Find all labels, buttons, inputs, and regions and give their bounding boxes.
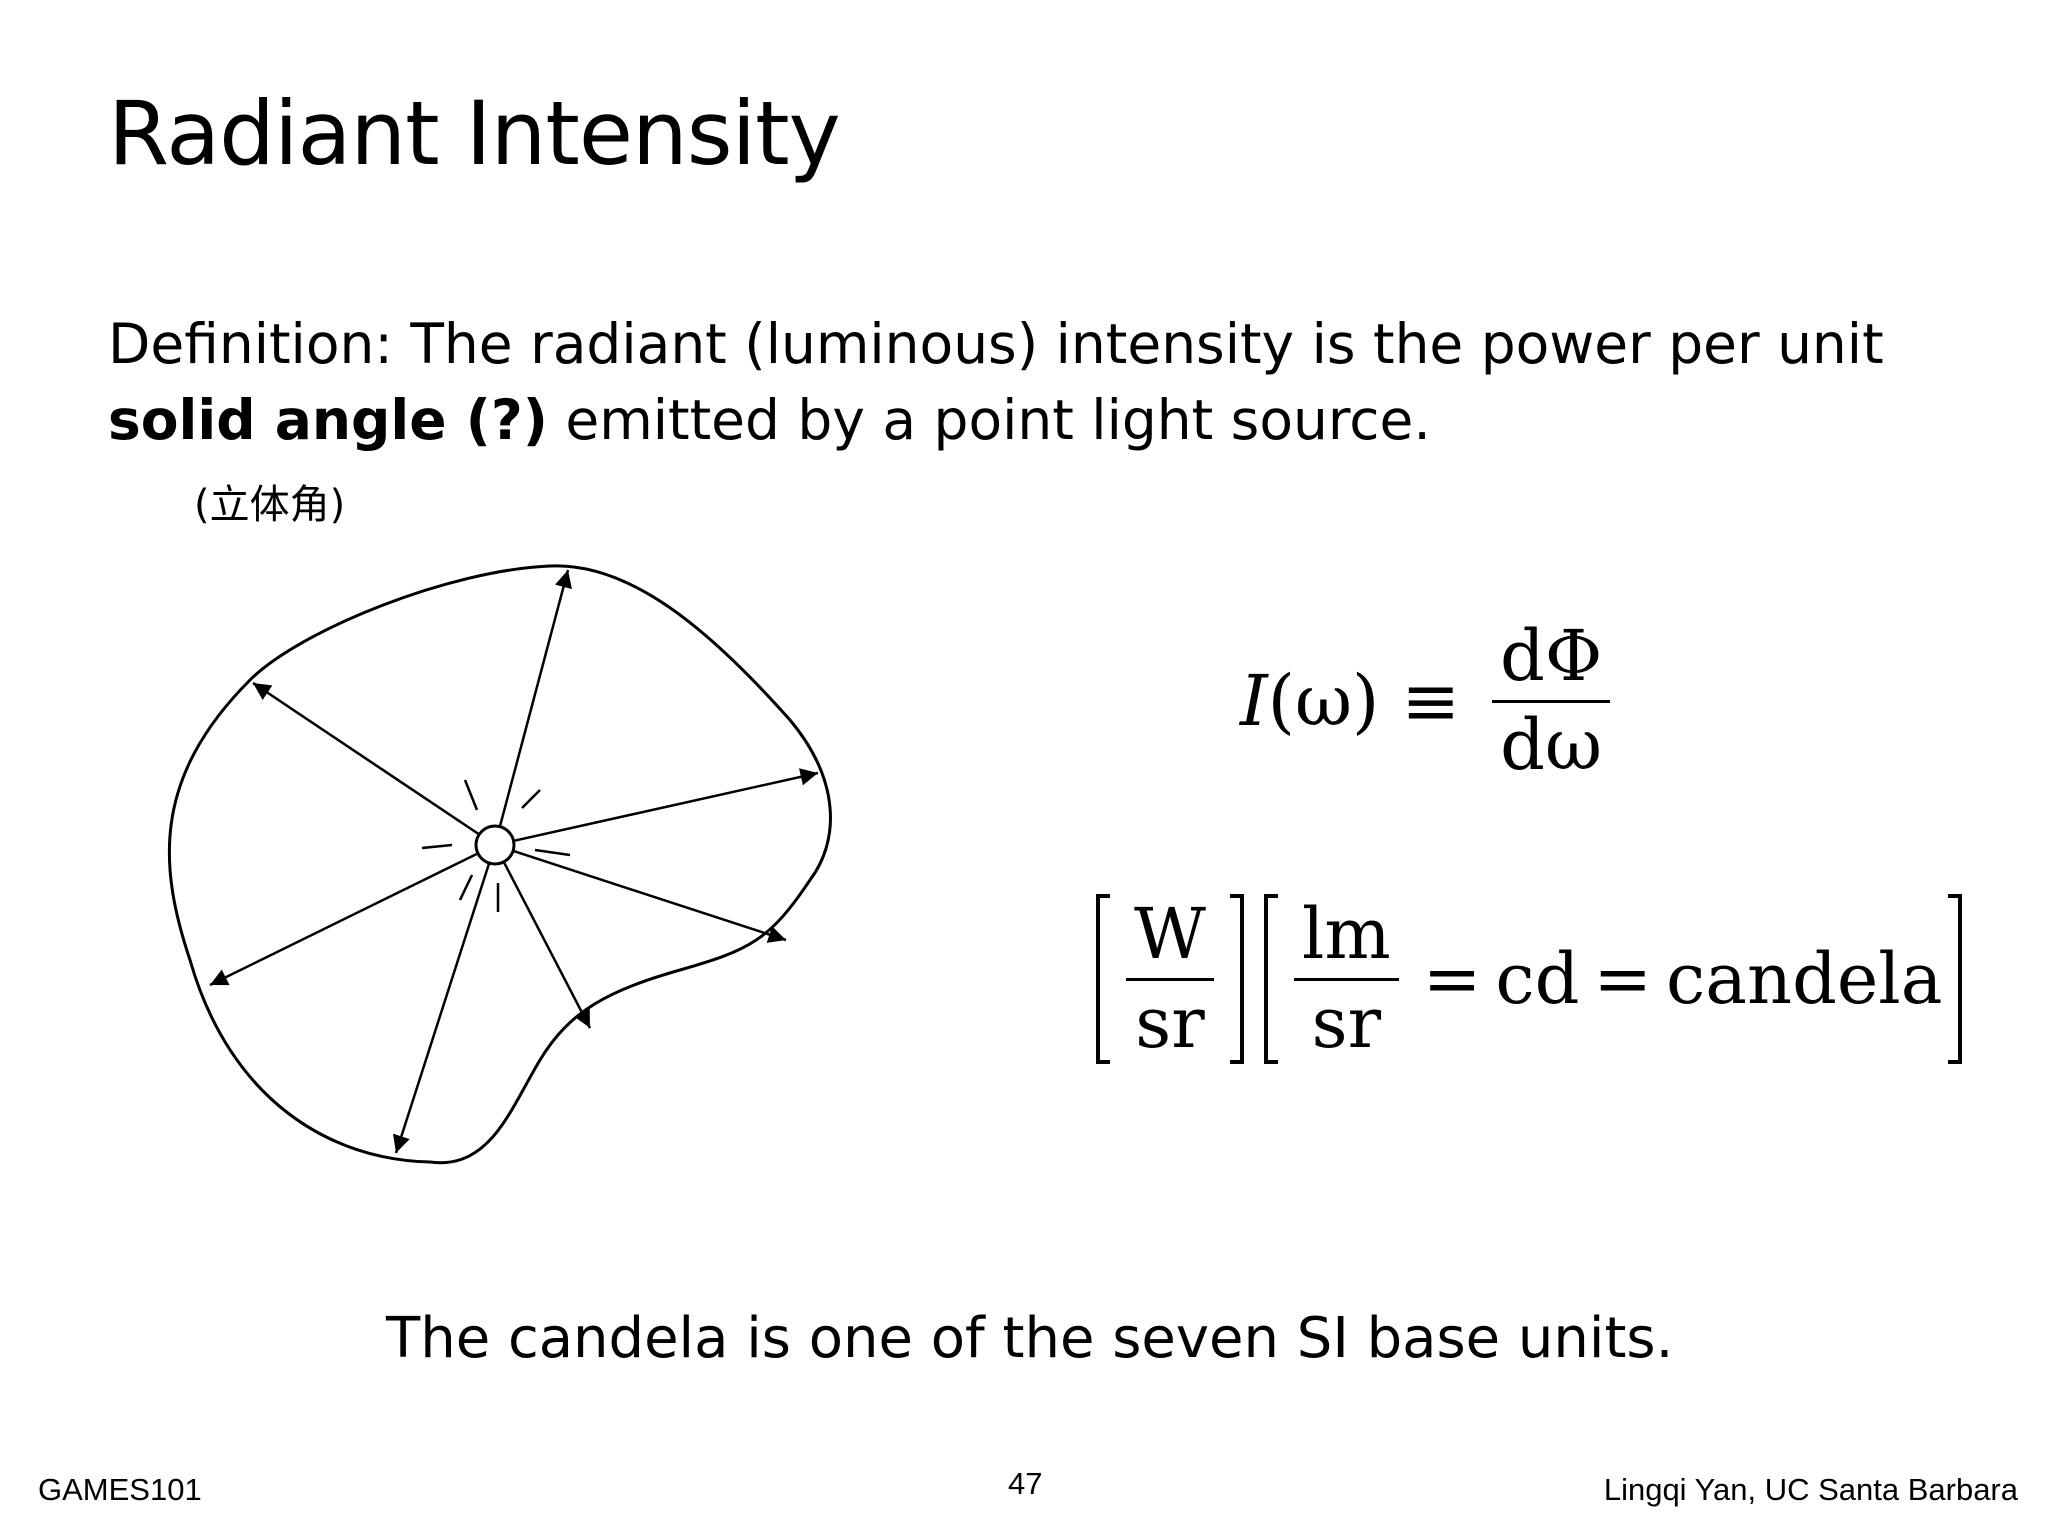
arrow-down-right xyxy=(493,844,592,1029)
unit1-bar xyxy=(1126,977,1214,981)
unit1-denominator: sr xyxy=(1135,981,1205,1064)
right-bracket xyxy=(1948,894,1963,1064)
arrow-down xyxy=(393,844,497,1154)
unit2-numerator: lm xyxy=(1301,893,1391,975)
footer-author: Lingqi Yan, UC Santa Barbara xyxy=(1603,1472,2018,1507)
radiating-arrows xyxy=(209,569,819,1154)
unit2-bar xyxy=(1293,977,1399,981)
definition-suffix: emitted by a point light source. xyxy=(547,388,1431,452)
radiant-intensity-equation: I(ω) ≡ dΦ dω xyxy=(1240,615,1620,786)
definition-bold-term: solid angle (?) xyxy=(108,388,548,452)
arrow-lower-right xyxy=(494,843,787,943)
intensity-symbol: I xyxy=(1240,660,1268,742)
footer-page-number: 47 xyxy=(1008,1466,1043,1501)
arrow-upper-left xyxy=(252,681,496,847)
right-bracket xyxy=(1229,894,1244,1064)
units-equation: W sr lm sr = cd = candela xyxy=(1096,893,1963,1064)
candela-caption: The candela is one of the seven SI base … xyxy=(386,1306,1674,1371)
derivative-fraction: dΦ dω xyxy=(1492,615,1611,786)
definition-text: Definition: The radiant (luminous) inten… xyxy=(108,306,1948,458)
unit1-numerator: W xyxy=(1134,893,1206,975)
cd-unit: cd xyxy=(1495,938,1580,1020)
footer-course: GAMES101 xyxy=(38,1472,202,1507)
left-bracket xyxy=(1263,894,1278,1064)
definition-prefix: Definition: The radiant (luminous) inten… xyxy=(108,312,1884,376)
equivalence-operator: ≡ xyxy=(1401,660,1461,742)
lumens-per-sr-fraction: lm sr xyxy=(1293,893,1399,1064)
unit2-denominator: sr xyxy=(1311,981,1382,1064)
fraction-numerator: dΦ xyxy=(1500,615,1603,697)
point-light-source xyxy=(474,824,516,866)
arrow-left xyxy=(209,843,496,987)
slide-title: Radiant Intensity xyxy=(108,82,841,185)
equals-sign: = xyxy=(1422,938,1482,1020)
candela-unit: candela xyxy=(1666,938,1943,1020)
enclosing-surface xyxy=(167,564,832,1165)
intensity-argument: (ω) xyxy=(1267,660,1380,742)
arrow-up xyxy=(493,569,572,846)
arrow-right xyxy=(494,768,819,847)
fraction-bar xyxy=(1492,699,1611,703)
point-light-diagram xyxy=(167,564,832,1165)
equals-sign: = xyxy=(1593,938,1653,1020)
light-rays xyxy=(421,779,571,912)
left-bracket xyxy=(1096,894,1110,1064)
fraction-denominator: dω xyxy=(1500,703,1603,786)
solid-angle-annotation: (立体角) xyxy=(194,482,346,528)
watts-per-sr-fraction: W sr xyxy=(1126,893,1214,1064)
